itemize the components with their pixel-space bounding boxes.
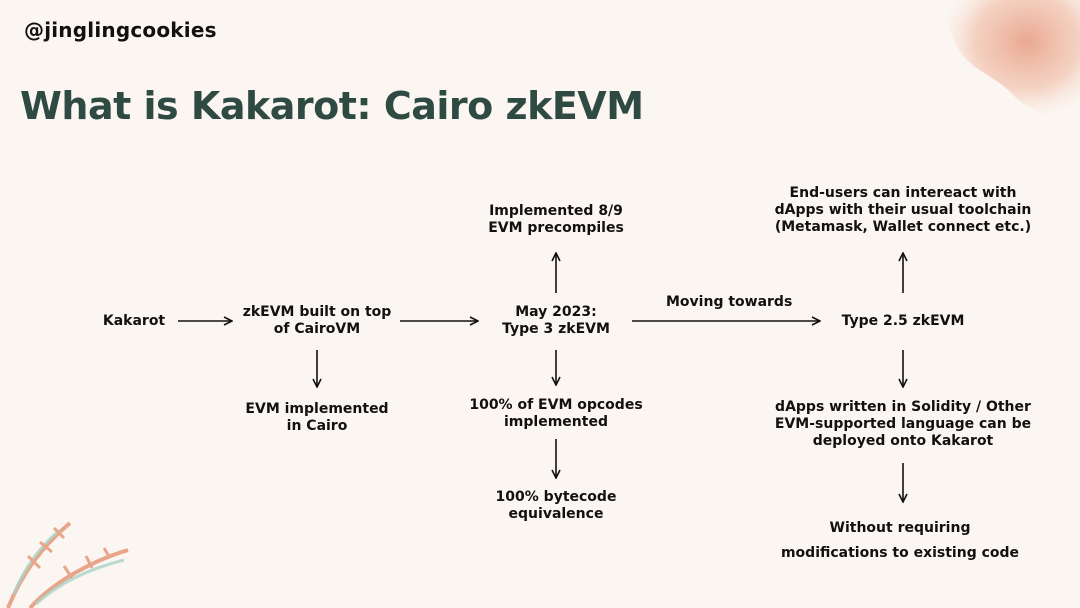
node-may-2023-type3: May 2023: Type 3 zkEVM [502, 304, 610, 337]
node-kakarot: Kakarot [102, 313, 166, 329]
node-opcodes: 100% of EVM opcodes implemented [469, 397, 643, 430]
edge-label-moving-towards: Moving towards [666, 294, 793, 310]
node-dapps-solidity: dApps written in Solidity / Other EVM-su… [774, 399, 1032, 449]
leaf-decoration [6, 521, 129, 608]
author-handle: @jinglingcookies [24, 18, 217, 42]
page-title: What is Kakarot: Cairo zkEVM [20, 84, 644, 128]
node-type-2-5-zkevm: Type 2.5 zkEVM [841, 313, 965, 329]
watercolor-decoration [947, 0, 1080, 119]
node-zkevm-built-on-cairovm: zkEVM built on top of CairoVM [242, 304, 392, 337]
node-without-modifications: Without requiring modifications to exist… [780, 520, 1020, 561]
node-evm-implemented-in-cairo: EVM implemented in Cairo [245, 401, 389, 434]
node-bytecode-equivalence: 100% bytecode equivalence [495, 489, 617, 522]
node-end-users: End-users can intereact with dApps with … [774, 185, 1032, 235]
node-precompiles: Implemented 8/9 EVM precompiles [488, 203, 624, 236]
